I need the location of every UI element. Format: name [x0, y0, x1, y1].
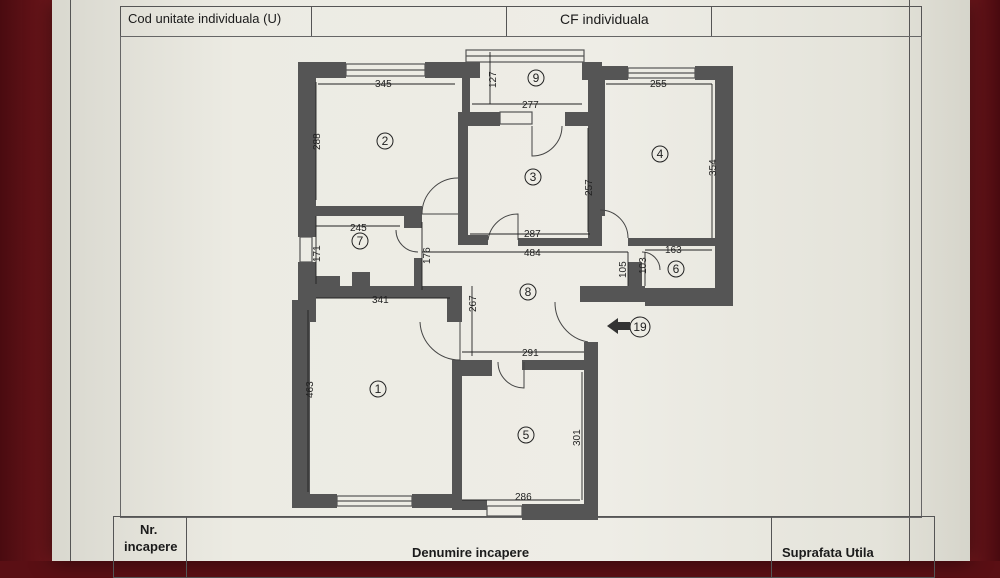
dim-r2-height: 288 — [312, 133, 323, 150]
door-swings — [395, 125, 661, 389]
dim-r6-h2: 103 — [638, 257, 649, 274]
entrance-number-19: 19 — [633, 320, 647, 334]
room-number-3: 3 — [530, 170, 537, 184]
room-number-9: 9 — [533, 71, 540, 85]
dim-r6-width: 163 — [665, 245, 682, 256]
footer-cell-denumire — [186, 517, 772, 577]
document-sheet — [52, 0, 970, 561]
dim-r5-height: 301 — [572, 429, 583, 446]
floor-plan: 345 288 277 127 255 354 287 257 245 171 … — [292, 49, 733, 520]
dim-r1-width: 341 — [372, 295, 389, 306]
dim-r9-height: 127 — [488, 71, 499, 88]
plan-frame — [120, 36, 922, 518]
dim-r6-h1: 105 — [618, 261, 629, 278]
dimension-labels: 345 288 277 127 255 354 287 257 245 171 … — [305, 71, 719, 503]
header-cell-cod — [121, 7, 312, 37]
header-cell-cf — [506, 7, 712, 37]
dim-r3-width: 287 — [524, 229, 541, 240]
cod-unitate-label: Cod unitate individuala (U) — [128, 11, 282, 26]
room-number-5: 5 — [523, 428, 530, 442]
footer-cell-nr — [114, 517, 187, 577]
dim-r5-bottom: 286 — [515, 492, 532, 503]
incapere-label: incapere — [124, 539, 178, 554]
dim-r7-height: 171 — [312, 245, 323, 262]
room-number-8: 8 — [525, 285, 532, 299]
dim-r3-height: 257 — [584, 179, 595, 196]
header-table — [120, 6, 922, 37]
denumire-incapere-label: Denumire incapere — [412, 545, 530, 560]
dimension-lines — [307, 52, 713, 501]
entrance-arrow-icon — [607, 318, 630, 334]
header-cell-cod-value — [311, 7, 507, 37]
suprafata-utila-label: Suprafata Utila — [782, 545, 874, 560]
dim-hall-width: 484 — [524, 248, 541, 259]
dim-r9-width: 277 — [522, 100, 539, 111]
dim-r2-width: 345 — [375, 79, 392, 90]
dim-r7-width: 245 — [350, 223, 367, 234]
room-number-6: 6 — [673, 262, 680, 276]
walls — [292, 62, 733, 520]
dim-r4-height: 354 — [708, 159, 719, 176]
nr-label: Nr. — [140, 522, 158, 537]
sheet-frame — [70, 0, 910, 561]
room-number-1: 1 — [375, 382, 382, 396]
dim-r1-height: 463 — [305, 381, 316, 398]
room-number-4: 4 — [657, 147, 664, 161]
dim-r5-width: 291 — [522, 348, 539, 359]
cf-individuala-label: CF individuala — [560, 11, 649, 27]
dim-corridor-height: 267 — [468, 295, 479, 312]
room-number-7: 7 — [357, 234, 364, 248]
room-number-circles — [351, 69, 685, 444]
room-number-2: 2 — [382, 134, 389, 148]
room-numbers: 2 9 3 4 7 8 6 1 5 19 — [357, 71, 680, 442]
dim-r4-width: 255 — [650, 79, 667, 90]
dim-hall-height: 176 — [422, 247, 433, 264]
